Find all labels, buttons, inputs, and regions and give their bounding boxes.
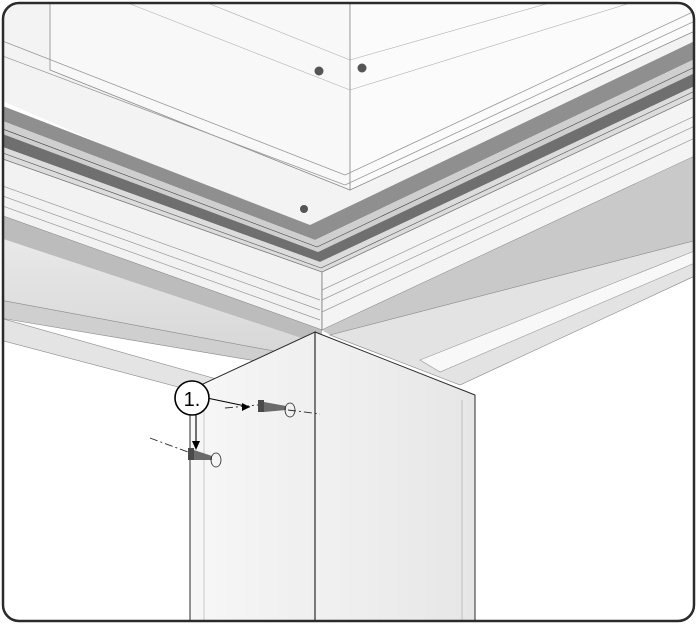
screw-head-icon xyxy=(258,400,264,412)
callout-1: 1. xyxy=(174,380,251,450)
right-beam xyxy=(321,95,694,386)
screw-upper xyxy=(224,400,321,418)
screw-head-icon xyxy=(188,448,194,460)
left-beam xyxy=(3,157,323,399)
screw-icon xyxy=(300,205,308,213)
corner-post xyxy=(189,331,476,621)
roof-frame xyxy=(3,3,694,245)
screw-hole-icon xyxy=(210,452,222,468)
screw-shaft-icon xyxy=(194,450,212,460)
screw-hole-icon xyxy=(284,402,296,418)
screw-lower xyxy=(149,437,222,468)
callout-circle xyxy=(174,380,210,416)
screw-shaft-icon xyxy=(264,402,286,412)
callout-label: 1. xyxy=(184,389,201,411)
roof-screws xyxy=(300,63,367,213)
screw-icon xyxy=(314,66,324,76)
gutter-band xyxy=(3,40,694,272)
screw-icon xyxy=(357,63,367,73)
